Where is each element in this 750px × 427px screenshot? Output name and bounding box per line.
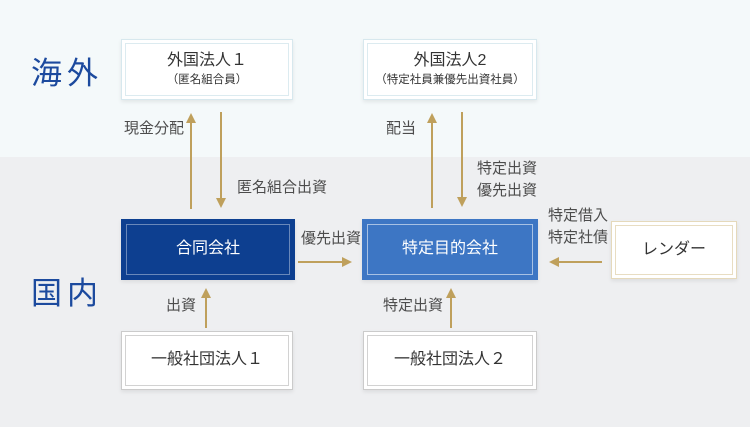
box-title: 外国法人2 xyxy=(413,52,487,70)
box-lender: レンダー xyxy=(611,221,737,279)
arrow-left-specified-loan-bond xyxy=(549,257,602,267)
box-ippan-shadan-2: 一般社団法人２ xyxy=(363,331,537,390)
domestic-label: 国内 xyxy=(31,276,103,311)
box-godo-kaisha: 合同会社 xyxy=(121,219,295,280)
box-subtitle: （匿名組合員） xyxy=(166,73,248,86)
box-foreign-corp-1: 外国法人１ （匿名組合員） xyxy=(121,39,293,100)
arrow-right-preferred-investment xyxy=(298,257,352,267)
box-subtitle: （特定社員兼優先出資社員） xyxy=(375,73,525,86)
flow-label-investment: 出資 xyxy=(166,297,197,314)
arrow-down-anonymous-partnership-investment xyxy=(216,112,226,208)
overseas-label: 海外 xyxy=(31,56,103,91)
arrow-down-specified-preferred-investment xyxy=(457,112,467,207)
arrow-up-dividend xyxy=(427,113,437,208)
flow-label-anonymous-partnership-investment: 匿名組合出資 xyxy=(237,179,328,196)
arrow-up-investment xyxy=(201,288,211,328)
box-title: 特定目的会社 xyxy=(401,240,498,258)
flow-label-specified-preferred-investment: 特定出資 優先出資 xyxy=(477,160,538,199)
flow-label-dividend: 配当 xyxy=(386,120,417,137)
flow-label-specified-loan-bond: 特定借入 特定社債 xyxy=(548,207,609,246)
box-title: 合同会社 xyxy=(175,240,240,258)
box-title: レンダー xyxy=(641,240,706,258)
box-foreign-corp-2: 外国法人2 （特定社員兼優先出資社員） xyxy=(363,39,537,100)
box-title: 外国法人１ xyxy=(166,52,247,70)
flow-label-preferred-investment: 優先出資 xyxy=(301,230,362,247)
flow-label-specified-investment: 特定出資 xyxy=(383,297,444,314)
box-tokutei-mokuteki-kaisha: 特定目的会社 xyxy=(362,219,538,280)
box-ippan-shadan-1: 一般社団法人１ xyxy=(121,331,293,390)
arrow-up-cash-distribution xyxy=(186,113,196,209)
box-title: 一般社団法人１ xyxy=(150,351,263,369)
flow-label-cash-distribution: 現金分配 xyxy=(124,120,185,137)
arrow-up-specified-investment xyxy=(446,288,456,328)
box-title: 一般社団法人２ xyxy=(393,351,506,369)
